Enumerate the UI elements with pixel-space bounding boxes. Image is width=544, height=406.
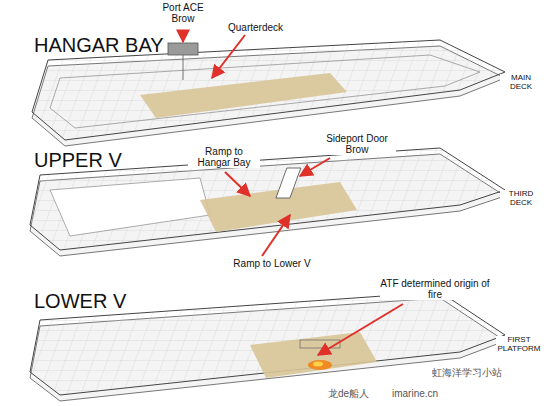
watermark: 虹海洋学习小站	[432, 367, 538, 378]
callout-label: Quarterdeck	[228, 22, 308, 33]
watermark: 龙de船人	[328, 388, 388, 399]
callout-label: ATF determined origin of fire	[380, 278, 490, 300]
fire-origin	[308, 360, 332, 370]
section-title: HANGAR BAY	[34, 34, 234, 56]
callout-arrows	[183, 30, 403, 355]
deck-label: THIRD DECK	[500, 190, 542, 208]
callout-label: Sideport Door Brow	[318, 133, 396, 155]
callout-label: Ramp to Lower V	[222, 258, 322, 269]
port-ace-brow-box	[168, 43, 198, 55]
upper-v-deck	[30, 148, 505, 256]
watermark: imarine.cn	[392, 388, 462, 399]
deck-label: MAIN DECK	[500, 74, 542, 92]
callout-label: Port ACE Brow	[152, 2, 214, 24]
deck-label: FIRST PLATFORM	[496, 336, 542, 354]
callout-label: Ramp to Hangar Bay	[188, 146, 260, 168]
section-title: LOWER V	[34, 290, 234, 312]
sideport-door-brow	[276, 168, 301, 198]
